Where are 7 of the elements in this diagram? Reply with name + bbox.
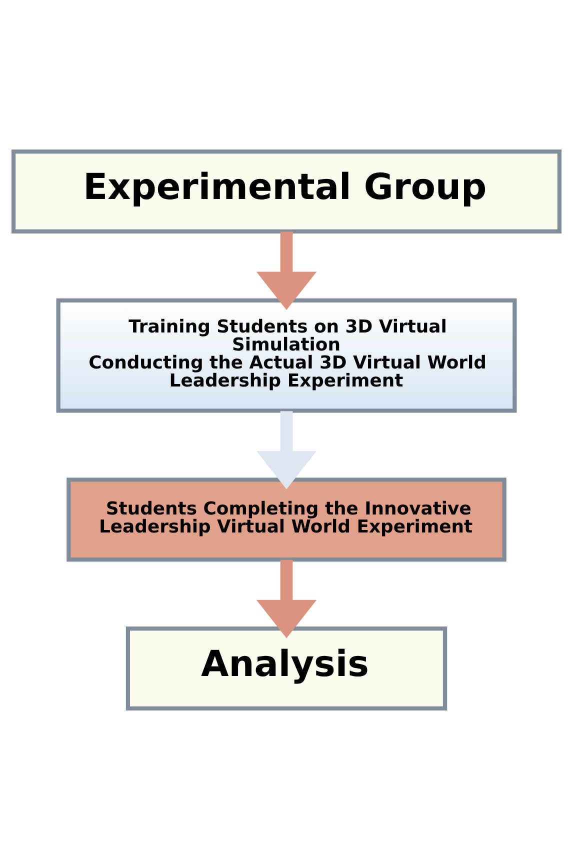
node-box: Students Completing the Innovative Leadership Virtual World Experiment xyxy=(66,477,506,562)
arrow xyxy=(256,410,317,489)
arrow xyxy=(256,559,317,638)
arrow xyxy=(256,231,317,310)
node-box: Analysis xyxy=(126,626,448,710)
node-box: Training Students on 3D Virtual Simulation Conducting the Actual 3D Virtual World Leadership Experiment xyxy=(56,298,517,412)
node-box: Experimental Group xyxy=(11,148,562,234)
